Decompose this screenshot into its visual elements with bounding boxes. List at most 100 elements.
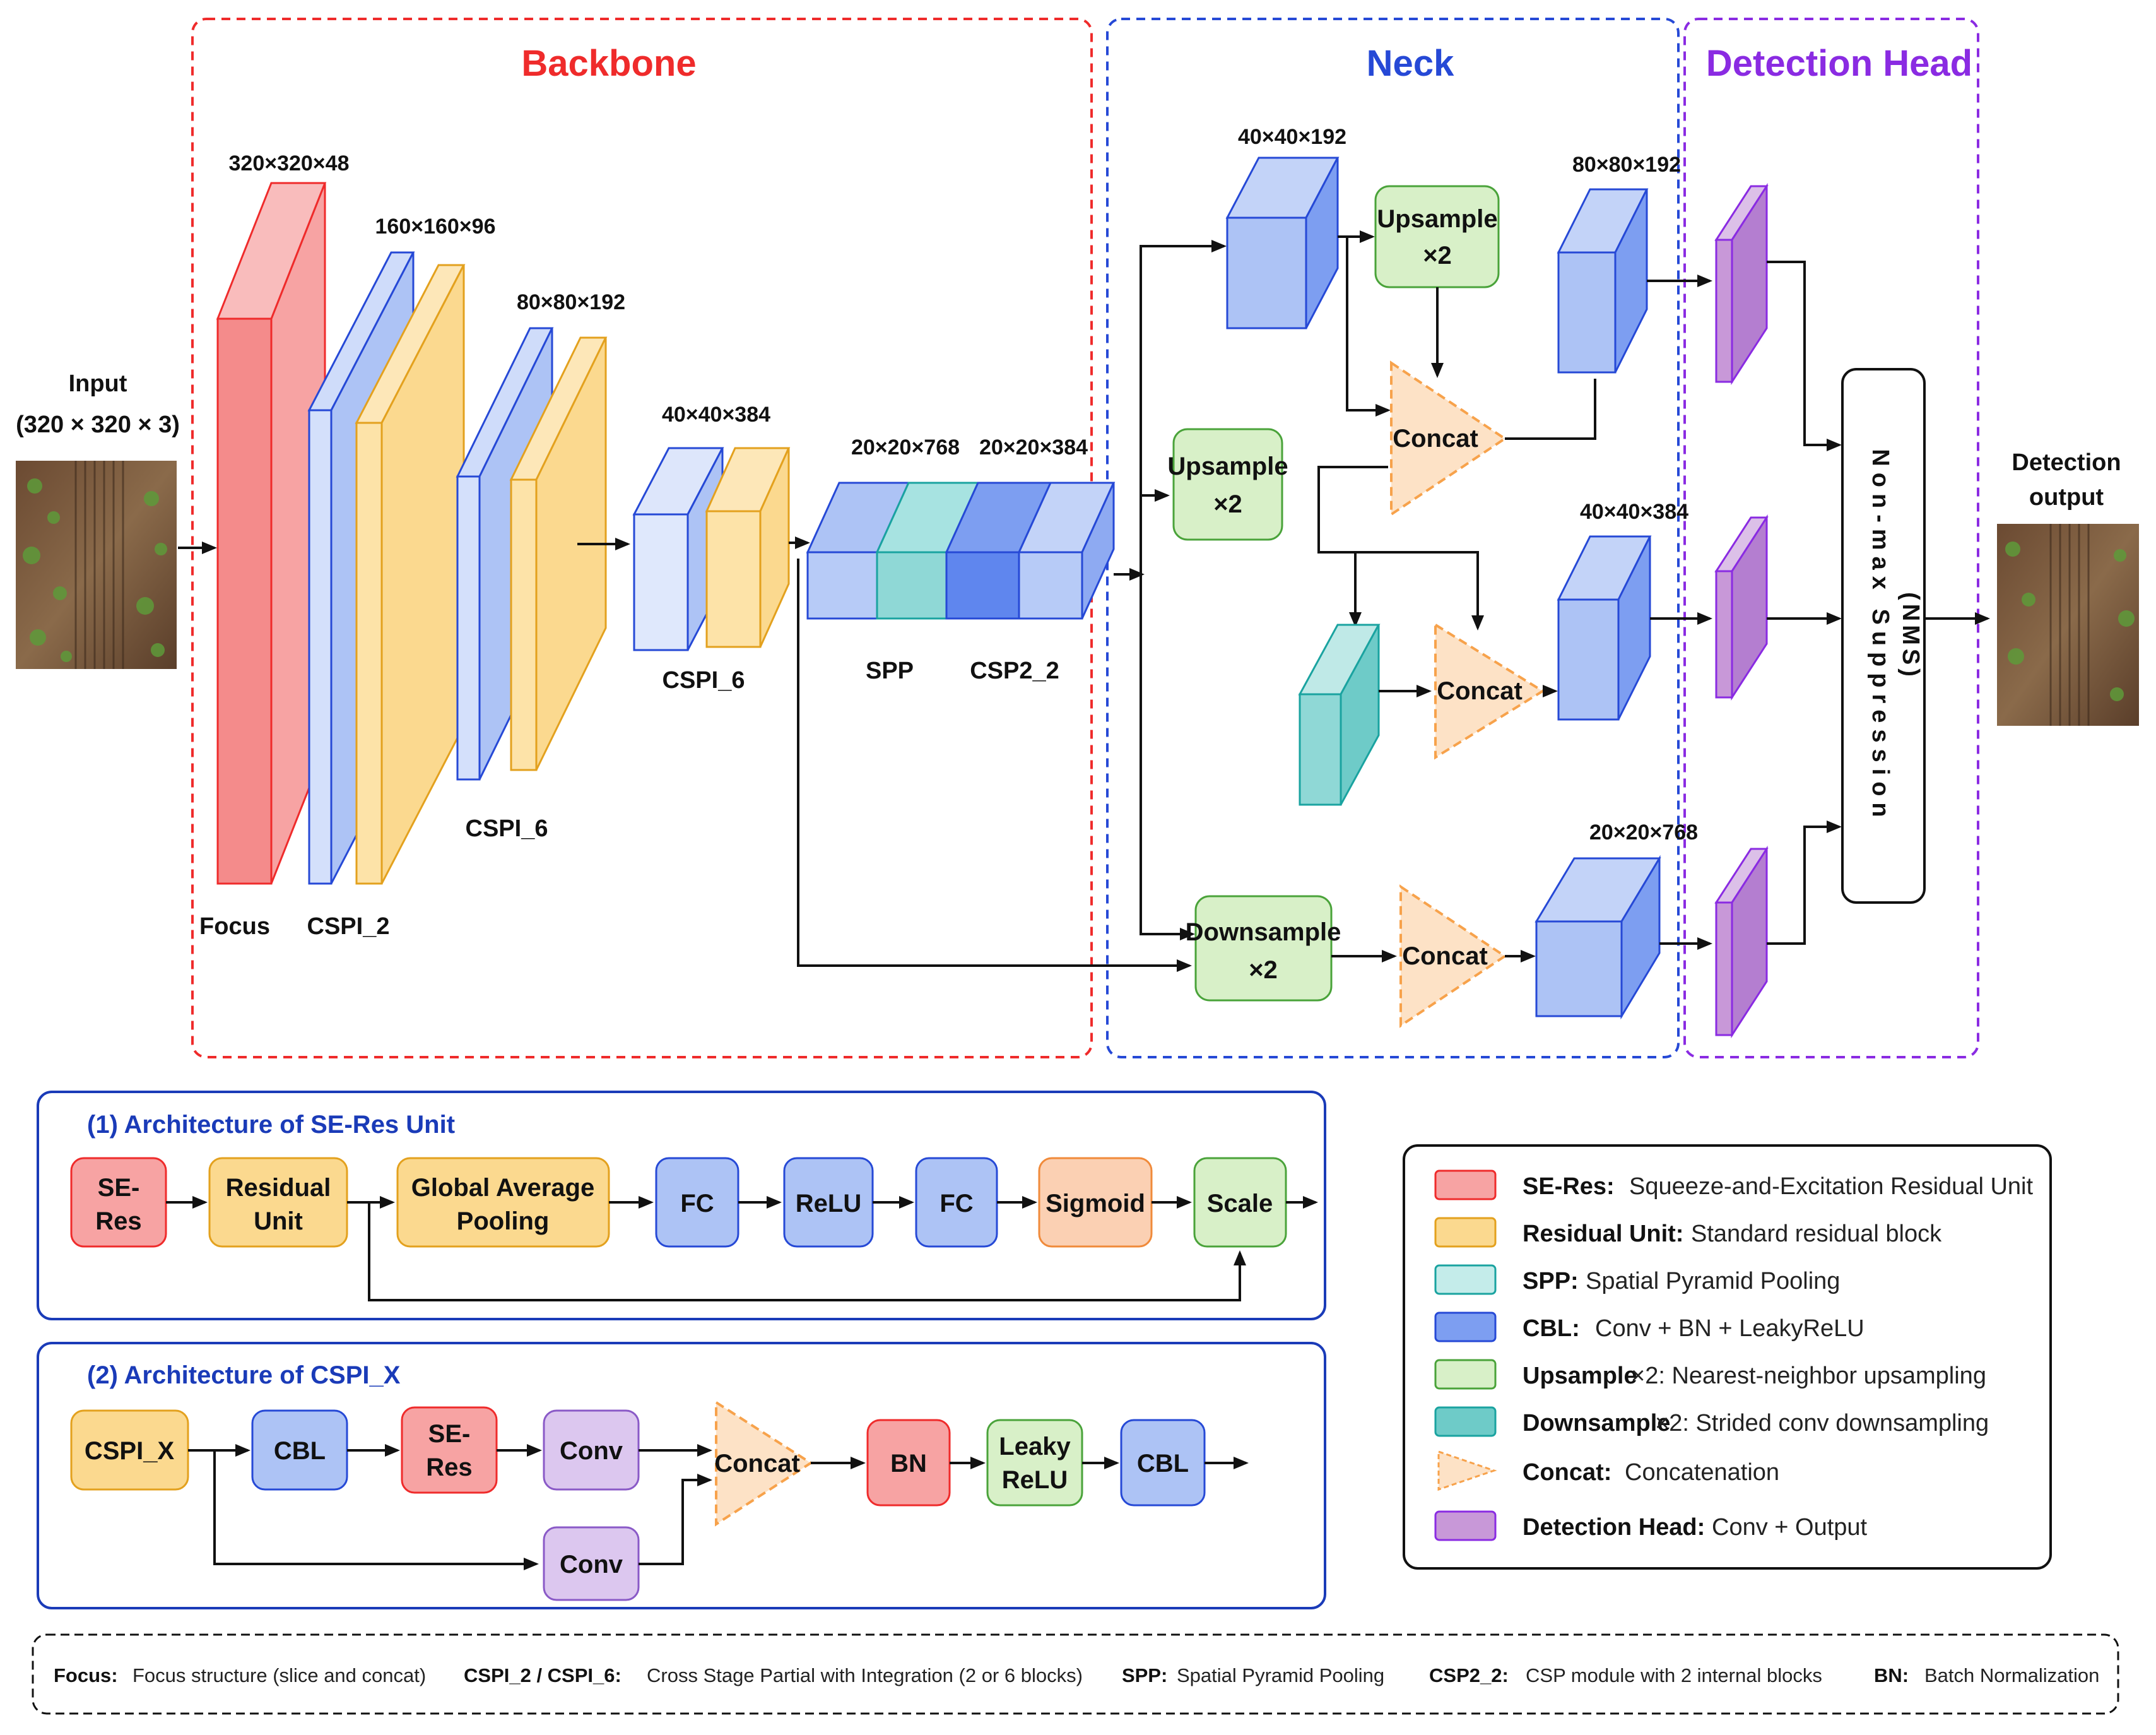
output-image — [1997, 524, 2139, 726]
footer-desc: Cross Stage Partial with Integration (2 … — [647, 1664, 1083, 1686]
neck-out2-block — [1557, 535, 1652, 721]
neck-title: Neck — [1367, 43, 1454, 84]
head-block-3 — [1714, 845, 1769, 1039]
cspi6a-dim: 80×80×192 — [517, 290, 625, 314]
cspi6b-dim: 40×40×384 — [662, 403, 770, 427]
legend-row-residual: Residual Unit: Standard residual block — [1434, 1217, 1942, 1248]
footer-desc: Spatial Pyramid Pooling — [1177, 1664, 1384, 1686]
concat-1 — [1390, 360, 1507, 517]
backbone-title: Backbone — [521, 43, 696, 84]
cspi-panel — [37, 1342, 1326, 1609]
se-res-b3-l1: Global Average — [411, 1174, 594, 1202]
cspi6b-label: CSPI_6 — [663, 667, 745, 694]
footer-key: CSPI_2 / CSPI_6: — [464, 1664, 621, 1686]
input-image — [16, 461, 177, 669]
se-res-b1-l2: Res — [95, 1207, 141, 1235]
input-title: Input — [69, 370, 127, 397]
downsample-box — [1194, 895, 1333, 1002]
downsample-l1: Downsample — [1186, 918, 1341, 946]
footer-key: CSP2_2: — [1429, 1664, 1509, 1686]
footer-panel — [32, 1633, 2119, 1715]
nms-box — [1841, 368, 1926, 904]
legend-desc: Standard residual block — [1691, 1221, 1942, 1247]
head-block-1 — [1714, 182, 1769, 386]
legend-row-detection: Detection Head: Conv + Output — [1434, 1510, 1868, 1541]
neck-top-block — [1225, 157, 1340, 329]
legend-desc: Squeeze-and-Excitation Residual Unit — [1629, 1173, 2033, 1200]
spp-label: SPP — [866, 658, 914, 684]
footer-item-spp: SPP: Spatial Pyramid Pooling — [1122, 1664, 1384, 1686]
upsample-top — [1374, 185, 1500, 288]
csp22-dim: 20×20×384 — [979, 435, 1088, 459]
nms-abbr: (NMS) — [1897, 592, 1924, 680]
legend-key: Concat: — [1523, 1459, 1611, 1486]
se-res-b7-l: Sigmoid — [1046, 1190, 1145, 1217]
cspi-b4-l: Conv — [560, 1437, 623, 1465]
neck-out1-block — [1557, 188, 1649, 374]
output-title: Detection — [2012, 449, 2121, 476]
footer-desc: Focus structure (slice and concat) — [133, 1664, 426, 1686]
concat-3 — [1399, 884, 1507, 1028]
legend-row-downsample: Downsample ×2: Strided conv downsampling — [1434, 1406, 1989, 1437]
footer-item-csp22: CSP2_2: CSP module with 2 internal block… — [1429, 1664, 1822, 1686]
legend-key: SE-Res: — [1523, 1173, 1615, 1200]
cspi-b5-l: Conv — [560, 1551, 623, 1578]
cspi2-block — [307, 251, 466, 885]
csp22-label: CSP2_2 — [970, 658, 1059, 684]
legend-key: Upsample — [1523, 1363, 1637, 1389]
footer-desc: CSP module with 2 internal blocks — [1526, 1664, 1822, 1686]
legend-desc: Conv + Output — [1712, 1514, 1868, 1541]
footer-key: SPP: — [1122, 1664, 1167, 1686]
legend-desc: Concatenation — [1625, 1459, 1779, 1486]
legend-row-spp: SPP: Spatial Pyramid Pooling — [1434, 1264, 1840, 1295]
focus-label: Focus — [199, 913, 270, 940]
se-res-b2-l2: Unit — [254, 1207, 303, 1235]
legend-key: Residual Unit: — [1523, 1221, 1683, 1247]
head-title: Detection Head — [1706, 43, 1972, 84]
cspi-title: (2) Architecture of CSPI_X — [87, 1361, 401, 1389]
se-res-b2-l1: Residual — [226, 1174, 331, 1202]
se-res-b8-l: Scale — [1207, 1190, 1273, 1217]
legend-key: Downsample — [1523, 1410, 1670, 1436]
cspi2-label: CSPI_2 — [307, 913, 390, 940]
legend-desc: Conv + BN + LeakyReLU — [1595, 1315, 1864, 1342]
cspi-b1-l: CSPI_X — [85, 1437, 175, 1465]
cspi-b6-l: Concat — [714, 1450, 800, 1477]
footer-desc: Batch Normalization — [1924, 1664, 2099, 1686]
legend-desc: Spatial Pyramid Pooling — [1586, 1268, 1840, 1294]
concat-2 — [1434, 622, 1545, 760]
spp-csp-chain — [806, 482, 1116, 620]
footer-item-cspi: CSPI_2 / CSPI_6: Cross Stage Partial wit… — [464, 1664, 1083, 1686]
input-dims: (320 × 320 × 3) — [16, 412, 180, 438]
se-res-b3-l2: Pooling — [457, 1207, 550, 1235]
legend-panel — [1403, 1144, 2052, 1570]
cspi-b8-l1: Leaky — [999, 1433, 1071, 1460]
footer-key: BN: — [1874, 1664, 1909, 1686]
legend-desc: ×2: Strided conv downsampling — [1655, 1410, 1989, 1436]
spp-dim: 20×20×768 — [851, 435, 960, 459]
downsample-l2: ×2 — [1249, 956, 1278, 984]
cspi2-dim: 160×160×96 — [375, 215, 496, 239]
cspi-b3-l1: SE- — [428, 1420, 471, 1448]
cspi6a-label: CSPI_6 — [466, 815, 548, 842]
cspi-b7-l: BN — [890, 1450, 927, 1477]
upsample-mid-l1: Upsample — [1167, 453, 1288, 480]
focus-dim: 320×320×48 — [229, 151, 350, 175]
cspi-b2-l: CBL — [274, 1437, 326, 1465]
footer-item-focus: Focus: Focus structure (slice and concat… — [54, 1664, 426, 1686]
concat-2-label: Concat — [1437, 677, 1523, 705]
se-res-title: (1) Architecture of SE-Res Unit — [87, 1111, 455, 1139]
legend-desc: ×2: Nearest-neighbor upsampling — [1631, 1363, 1986, 1389]
se-res-b5-l: ReLU — [796, 1190, 861, 1217]
cspi6a-block — [456, 327, 608, 781]
head-block-2 — [1714, 514, 1769, 701]
legend-row-concat: Concat: Concatenation — [1437, 1450, 1779, 1491]
neck-out1-dim: 80×80×192 — [1572, 153, 1681, 177]
legend-row-upsample: Upsample ×2: Nearest-neighbor upsampling — [1434, 1359, 1986, 1390]
se-res-b6-l: FC — [940, 1190, 973, 1217]
upsample-mid-l2: ×2 — [1213, 490, 1242, 518]
cspi-b9-l: CBL — [1137, 1450, 1189, 1477]
legend-key: SPP: — [1523, 1268, 1579, 1294]
nms-label: Non-max Suppression — [1867, 449, 1894, 823]
neck-out2-dim: 40×40×384 — [1580, 500, 1688, 524]
